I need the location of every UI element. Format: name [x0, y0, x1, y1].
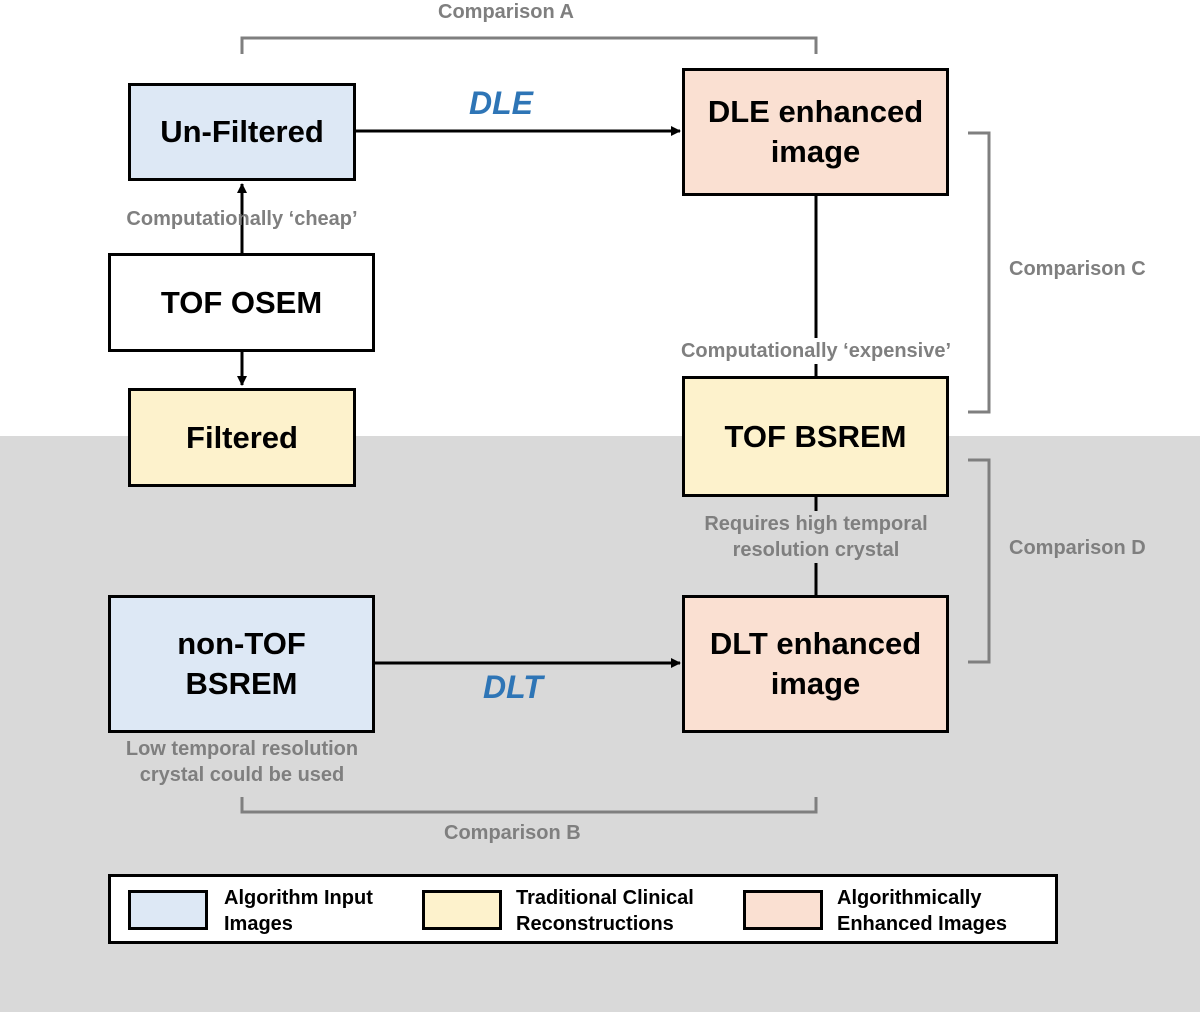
legend-label-traditional: Traditional Clinical Reconstructions: [516, 887, 694, 935]
dle-enhanced-box: DLE enhanced image: [682, 68, 949, 196]
dle-algorithm-label: DLE: [469, 85, 533, 121]
expensive-note: Computationally ‘expensive’: [656, 338, 976, 364]
legend-label-input: Algorithm Input Images: [224, 887, 373, 935]
tof-bsrem-box: TOF BSREM: [682, 376, 949, 497]
dle-enhanced-label: DLE enhanced image: [707, 94, 924, 169]
legend-swatch-enhanced: [743, 890, 823, 930]
legend-label-enhanced: Algorithmically Enhanced Images: [837, 887, 1008, 935]
tof-osem-box: TOF OSEM: [108, 253, 375, 352]
dlt-enhanced-label: DLT enhanced image: [709, 626, 922, 701]
non-tof-bsrem-label: non-TOF BSREM: [177, 626, 306, 701]
unfiltered-label: Un-Filtered: [160, 114, 324, 149]
non-tof-bsrem-box: non-TOF BSREM: [108, 595, 375, 733]
low-temporal-note: Low temporal resolution crystal could be…: [125, 738, 359, 786]
comparison-c-bracket: [968, 131, 991, 414]
tof-bsrem-label: TOF BSREM: [724, 418, 907, 454]
comparison-b-label: Comparison B: [444, 822, 581, 844]
comparison-b-bracket: [240, 797, 818, 814]
legend-swatch-input: [128, 890, 208, 930]
legend: Algorithm Input Images Traditional Clini…: [108, 874, 1058, 944]
high-temporal-note: Requires high temporal resolution crysta…: [666, 511, 966, 563]
dlt-algorithm-label: DLT: [483, 669, 543, 705]
comparison-c-label: Comparison C: [1009, 258, 1146, 280]
filtered-label: Filtered: [186, 419, 298, 455]
tof-osem-label: TOF OSEM: [160, 284, 323, 320]
unfiltered-box: Un-Filtered: [128, 83, 356, 181]
legend-swatch-traditional: [422, 890, 502, 930]
dlt-enhanced-box: DLT enhanced image: [682, 595, 949, 733]
filtered-box: Filtered: [128, 388, 356, 487]
comparison-a-label: Comparison A: [438, 1, 574, 23]
comparison-a-bracket: [240, 36, 818, 54]
cheap-note: Computationally ‘cheap’: [126, 208, 358, 230]
comparison-d-bracket: [968, 458, 991, 664]
comparison-d-label: Comparison D: [1009, 537, 1146, 559]
